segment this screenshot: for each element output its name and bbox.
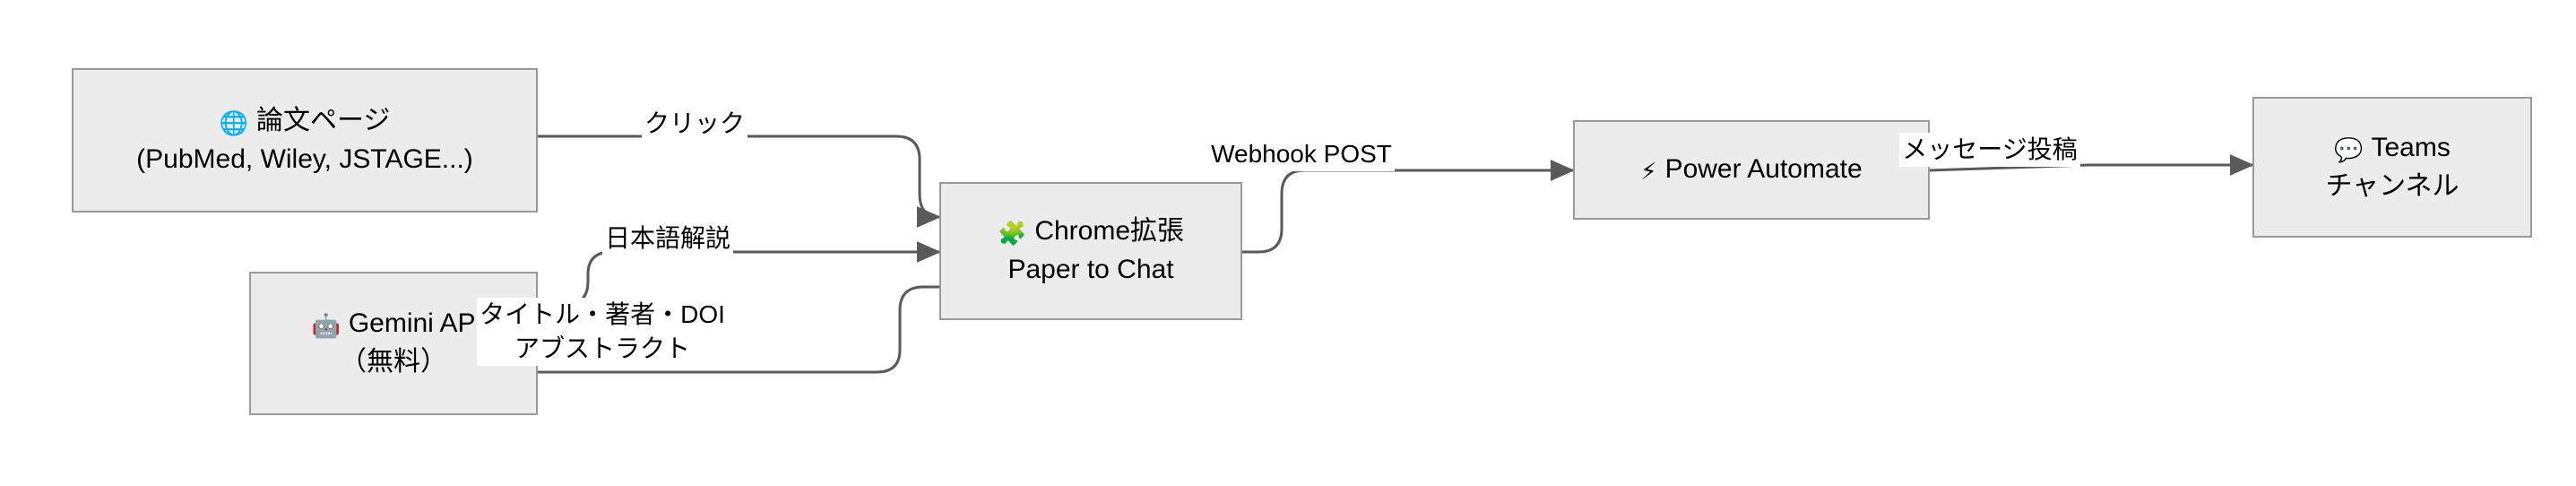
edge-path-message-post	[1929, 154, 2254, 176]
edge-path-webhook-post	[1242, 160, 1575, 254]
edge-label-metadata: タイトル・著者・DOI アブストラクト	[477, 298, 728, 366]
node-gemini-api-line2: （無料）	[340, 347, 447, 377]
robot-icon: 🤖	[311, 312, 341, 340]
node-chrome-extension-title: Chrome拡張	[1034, 216, 1185, 247]
edge-path-japanese-explanation	[538, 241, 941, 307]
node-gemini-api-title: Gemini AP	[348, 308, 476, 339]
speech-bubble-icon: 💬	[2334, 135, 2364, 163]
node-paper-page-title: 論文ページ	[255, 105, 391, 135]
edge-path-click	[538, 135, 941, 228]
node-teams-channel-line2: チャンネル	[2325, 170, 2459, 201]
node-power-automate-title: Power Automate	[1664, 154, 1863, 185]
node-chrome-extension-line2: Paper to Chat	[1007, 255, 1174, 284]
node-paper-page[interactable]: 🌐論文ページ (PubMed, Wiley, JSTAGE...)	[72, 68, 538, 213]
node-teams-channel[interactable]: 💬Teams チャンネル	[2252, 97, 2532, 238]
node-power-automate-line1: ⚡Power Automate	[1640, 151, 1862, 189]
lightning-bolt-icon: ⚡	[1640, 158, 1657, 186]
node-gemini-api-line1: 🤖Gemini AP	[311, 305, 475, 343]
edge-label-metadata-line1: タイトル・著者・DOI	[480, 300, 725, 329]
puzzle-piece-icon: 🧩	[997, 220, 1027, 247]
node-teams-channel-title: Teams	[2371, 132, 2451, 162]
node-paper-page-line2: (PubMed, Wiley, JSTAGE...)	[136, 143, 473, 174]
edge-label-japanese-explanation: 日本語解説	[601, 221, 733, 256]
node-chrome-extension[interactable]: 🧩 Chrome拡張 Paper to Chat	[939, 182, 1242, 320]
edge-path-metadata	[514, 285, 939, 383]
node-teams-channel-line1: 💬Teams	[2334, 129, 2451, 168]
edge-label-metadata-line2: アブストラクト	[514, 334, 690, 362]
edge-label-click: クリック	[641, 107, 748, 141]
node-gemini-api[interactable]: 🤖Gemini AP （無料）	[249, 272, 538, 415]
globe-icon: 🌐	[219, 108, 248, 136]
edge-label-message-post: メッセージ投稿	[1899, 133, 2080, 167]
node-paper-page-line1: 🌐論文ページ	[220, 102, 391, 141]
edge-label-webhook-post: Webhook POST	[1208, 137, 1395, 171]
node-chrome-extension-line1: 🧩 Chrome拡張	[998, 213, 1184, 251]
node-power-automate[interactable]: ⚡Power Automate	[1573, 120, 1930, 220]
